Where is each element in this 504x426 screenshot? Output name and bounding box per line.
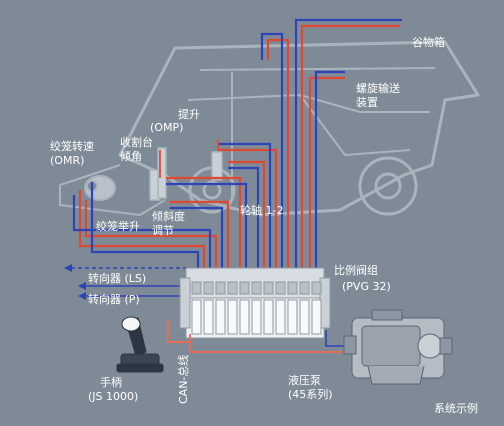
axle-label: 轮轴 1-2 — [240, 204, 284, 217]
steering-p-label: 转向器 (P) — [88, 293, 140, 306]
header-tilt-label-line2: 倾角 — [120, 150, 142, 163]
header-tilt-label-line1: 收割台 — [120, 136, 153, 149]
steering-ls-label: 转向器 (LS) — [88, 272, 147, 285]
joystick-label-line1: 手柄 — [100, 376, 122, 389]
return-lines — [72, 18, 402, 272]
valve-group-label-line1: 比例阀组 — [334, 264, 378, 277]
reel-drum — [84, 175, 116, 201]
system-example-caption: 系统示例 — [434, 402, 478, 415]
reel-lift-label: 绞笼举升 — [96, 220, 140, 233]
pressure-lines — [78, 24, 400, 272]
rear-wheel — [358, 156, 418, 216]
lift-cylinder — [211, 151, 223, 181]
auger-unit-label-line2: 装置 — [356, 96, 378, 109]
pump-label-line1: 液压泵 — [288, 374, 321, 387]
can-bus-line — [167, 320, 360, 353]
hydraulic-pump — [343, 309, 453, 385]
auger-unit-label-line1: 螺旋输送 — [356, 82, 400, 95]
tilt-cylinder — [149, 147, 167, 201]
lift-label-line1: 提升 — [178, 108, 200, 121]
valve-group — [179, 267, 331, 339]
tilt-adjust-label-line2: 调节 — [152, 224, 174, 237]
can-bus-label: CAN-总线 — [177, 354, 190, 404]
grain-tank-label: 谷物箱 — [412, 36, 445, 49]
joystick-label-line2: (JS 1000) — [88, 390, 139, 403]
reel-speed-label-line1: 绞笼转速 — [50, 140, 94, 153]
cylinder-lines — [159, 140, 219, 178]
reel-speed-label-line2: (OMR) — [50, 154, 85, 167]
joystick — [116, 316, 164, 373]
tilt-adjust-label-line1: 倾斜度 — [152, 210, 185, 223]
valve-group-label-line2: (PVG 32) — [342, 280, 391, 293]
pump-label-line2: (45系列) — [288, 388, 333, 401]
lift-label-line2: (OMP) — [150, 121, 184, 134]
